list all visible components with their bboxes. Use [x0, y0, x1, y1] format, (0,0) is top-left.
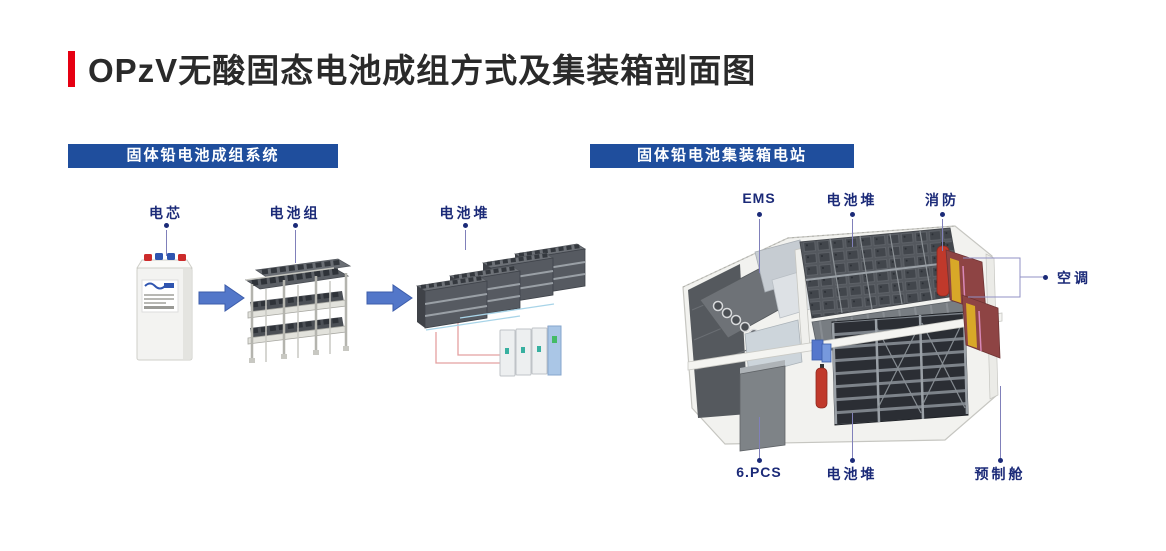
callout-dot [757, 458, 762, 463]
callout-dot [1043, 275, 1048, 280]
callout-dot [850, 212, 855, 217]
callout-label-pack: 电池组 [269, 205, 321, 221]
battery-stack-illustration [415, 242, 587, 377]
callout-line [852, 219, 853, 247]
callout-dot [850, 458, 855, 463]
ac-callout-bracket [963, 257, 1045, 298]
callout-label-stack-bottom: 电池堆 [826, 466, 878, 482]
callout-label-ems: EMS [742, 190, 776, 206]
callout-line [295, 230, 296, 263]
cell-terminal-negative [155, 253, 163, 260]
left-panel-header: 固体铅电池成组系统 [68, 144, 338, 168]
cell-side-shade [183, 269, 191, 359]
callout-label-stack-top: 电池堆 [826, 192, 878, 208]
callout-label-ac: 空调 [1057, 270, 1091, 286]
container-cutaway-illustration [682, 225, 1045, 452]
ac-unit [961, 294, 1001, 359]
fire-extinguisher [936, 242, 950, 297]
callout-line [166, 230, 167, 256]
arrow-right-icon [366, 284, 413, 312]
callout-dot [757, 212, 762, 217]
callout-line [759, 219, 760, 273]
callout-label-fire: 消防 [925, 192, 959, 208]
callout-dot [463, 223, 468, 228]
callout-line [942, 219, 943, 251]
callout-dot [293, 223, 298, 228]
callout-line [852, 413, 853, 458]
title-accent-bar [68, 51, 75, 87]
callout-label-cabin: 预制舱 [974, 466, 1026, 482]
callout-label-pcs: 6.PCS [736, 464, 782, 480]
cell-terminal-positive [178, 254, 186, 261]
callout-label-cell: 电芯 [149, 205, 183, 221]
pcs-front-cabinet [739, 360, 786, 452]
stack-rack-row [415, 274, 489, 330]
junction-box [811, 339, 832, 363]
callout-dot [940, 212, 945, 217]
callout-line [759, 417, 760, 458]
panel-slab [744, 319, 803, 377]
fire-extinguisher [815, 364, 828, 409]
arrow-right-icon [198, 284, 245, 312]
battery-cell-illustration [136, 253, 193, 361]
battery-pack-illustration [244, 258, 352, 363]
callout-line [1000, 386, 1001, 458]
right-panel-header: 固体铅电池集装箱电站 [590, 144, 854, 168]
cell-terminal-positive [144, 254, 152, 261]
callout-line [465, 230, 466, 250]
callout-dot [164, 223, 169, 228]
pcs-cabinet [499, 325, 562, 377]
callout-dot [998, 458, 1003, 463]
page-title: OPzV无酸固态电池成组方式及集装箱剖面图 [88, 52, 757, 89]
cell-terminal-negative [167, 253, 175, 260]
callout-label-stack: 电池堆 [439, 205, 491, 221]
